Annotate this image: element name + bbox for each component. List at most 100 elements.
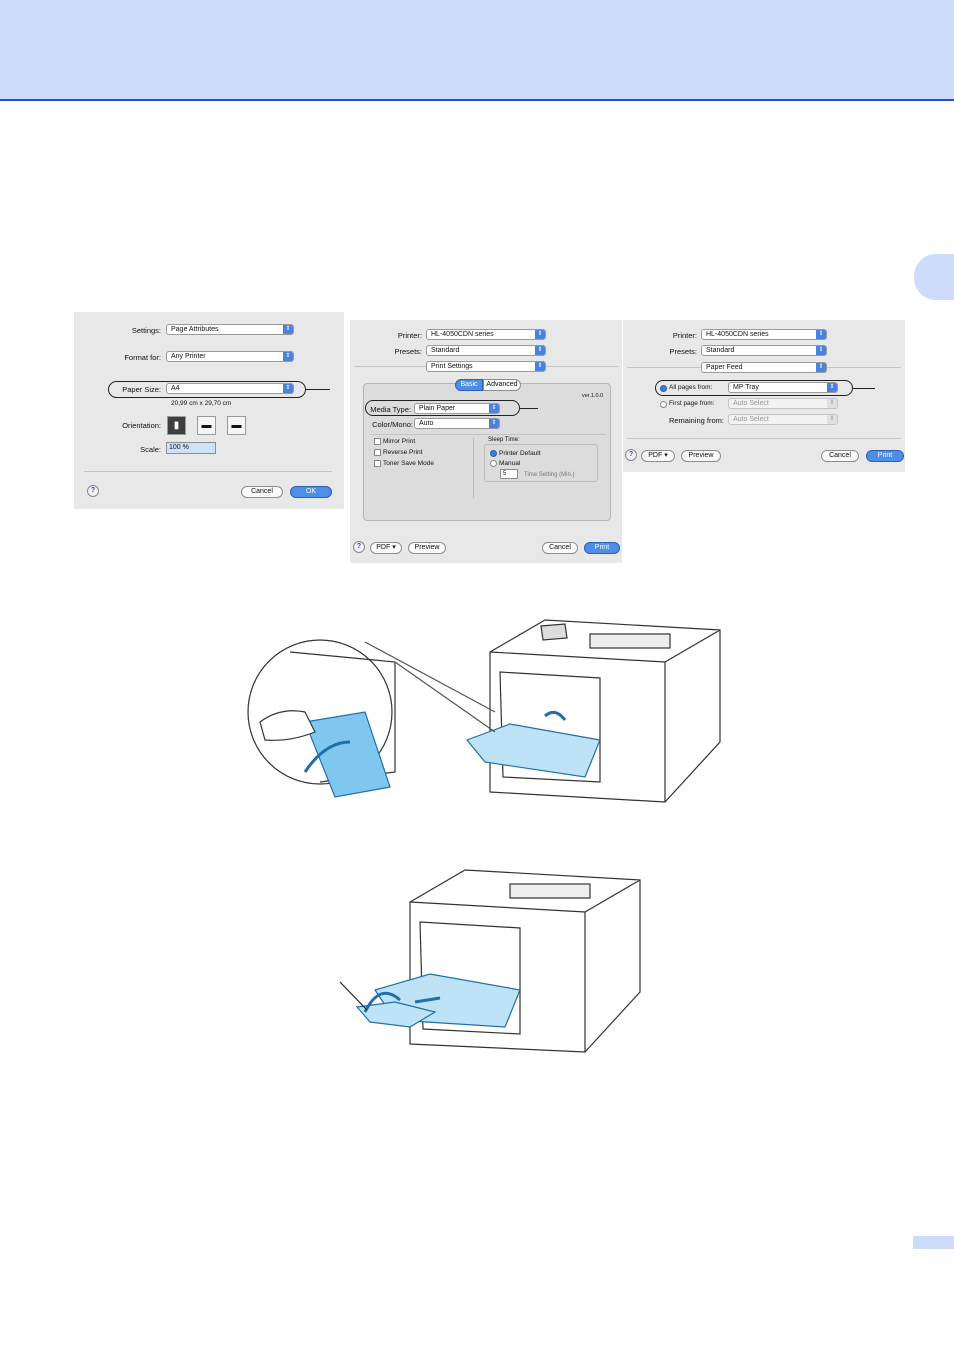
toner-save-label: Toner Save Mode — [383, 460, 434, 467]
all-pages-radio[interactable] — [660, 385, 667, 392]
popup-arrows-icon: ⇕ — [283, 325, 293, 334]
help-button[interactable]: ? — [353, 541, 365, 553]
remaining-popup[interactable]: Auto Select ⇕ — [728, 414, 838, 425]
manual-radio[interactable] — [490, 460, 497, 467]
ok-button[interactable]: OK — [290, 486, 332, 498]
chapter-tab — [914, 254, 954, 300]
portrait-orientation-icon[interactable]: ▮ — [167, 416, 186, 435]
media-type-highlight — [365, 400, 520, 416]
media-type-popup[interactable]: Plain Paper ⇕ — [414, 403, 500, 414]
popup-arrows-icon: ⇕ — [827, 399, 837, 408]
print-button[interactable]: Print — [866, 450, 904, 462]
sleep-time-box — [484, 444, 598, 482]
orientation-label: Orientation: — [122, 421, 161, 430]
vertical-divider — [473, 438, 474, 498]
printer-tray-support-illustration — [339, 869, 641, 1053]
preview-button[interactable]: Preview — [408, 542, 446, 554]
paper-size-popup[interactable]: A4⇕ — [166, 383, 294, 394]
color-mono-label: Color/Mono: — [372, 420, 413, 429]
popup-arrows-icon: ⇕ — [827, 415, 837, 424]
printer-default-radio[interactable] — [490, 450, 497, 457]
settings-value: Page Attributes — [171, 326, 219, 333]
mirror-print-checkbox[interactable] — [374, 438, 381, 445]
media-type-label: Media Type: — [370, 405, 411, 414]
callout-line — [520, 408, 538, 409]
print-button[interactable]: Print — [584, 542, 620, 554]
presets-value: Standard — [706, 347, 735, 354]
divider — [627, 438, 901, 439]
first-page-value: Auto Select — [733, 400, 769, 407]
presets-label: Presets: — [394, 347, 422, 356]
pdf-button[interactable]: PDF ▾ — [641, 450, 675, 462]
paper-size-label: Paper Size: — [122, 385, 161, 394]
format-for-popup[interactable]: Any Printer⇕ — [166, 351, 294, 362]
first-page-popup[interactable]: Auto Select ⇕ — [728, 398, 838, 409]
presets-popup[interactable]: Standard ⇕ — [701, 345, 827, 356]
scale-field[interactable]: 100 % — [166, 442, 216, 454]
printer-label: Printer: — [397, 331, 422, 340]
color-mono-popup[interactable]: Auto ⇕ — [414, 418, 500, 429]
popup-arrows-icon: ⇕ — [283, 384, 293, 393]
media-type-value: Plain Paper — [419, 405, 456, 412]
popup-arrows-icon: ⇕ — [816, 346, 826, 355]
panel-popup[interactable]: Paper Feed⇕ — [701, 362, 827, 373]
manual-label: Manual — [499, 460, 521, 467]
pdf-button[interactable]: PDF ▾ — [370, 542, 402, 554]
printer-default-label: Printer Default — [499, 450, 541, 457]
popup-arrows-icon: ⇕ — [489, 404, 499, 413]
remaining-value: Auto Select — [733, 416, 769, 423]
panel-popup[interactable]: Print Settings ⇕ — [426, 361, 546, 372]
cancel-button[interactable]: Cancel — [542, 542, 578, 554]
cancel-button[interactable]: Cancel — [821, 450, 859, 462]
callout-line — [306, 389, 330, 390]
reverse-print-checkbox[interactable] — [374, 449, 381, 456]
header-band — [0, 0, 954, 101]
sleep-time-label: Sleep Time: — [488, 437, 520, 443]
help-button[interactable]: ? — [87, 485, 99, 497]
reverse-landscape-orientation-icon[interactable]: ▬ — [227, 416, 246, 435]
popup-arrows-icon: ⇕ — [283, 352, 293, 361]
version-text: ver.1.0.0 — [582, 393, 604, 399]
printer-popup[interactable]: HL-4050CDN series ⇕ — [426, 329, 546, 340]
preview-button[interactable]: Preview — [681, 450, 721, 462]
format-for-label: Format for: — [124, 353, 161, 362]
tab-basic[interactable]: Basic — [455, 379, 483, 391]
all-pages-popup[interactable]: MP Tray⇕ — [728, 382, 838, 393]
printer-label: Printer: — [672, 331, 697, 340]
presets-label: Presets: — [669, 347, 697, 356]
all-pages-value: MP Tray — [733, 384, 759, 391]
printer-value: HL-4050CDN series — [431, 331, 494, 338]
cancel-button[interactable]: Cancel — [241, 486, 283, 498]
presets-value: Standard — [431, 347, 460, 354]
panel-value: Paper Feed — [706, 364, 743, 371]
remaining-label: Remaining from: — [668, 416, 724, 425]
all-pages-label: All pages from: — [669, 384, 713, 391]
first-page-radio[interactable] — [660, 401, 667, 408]
toner-save-checkbox[interactable] — [374, 460, 381, 467]
panel-value: Print Settings — [431, 363, 473, 370]
paper-feed-dialog: Printer: HL-4050CDN series⇕ Presets: Sta… — [623, 320, 905, 472]
popup-arrows-icon: ⇕ — [489, 419, 499, 428]
divider — [370, 434, 606, 435]
popup-arrows-icon: ⇕ — [535, 362, 545, 371]
page-setup-dialog: Settings: Page Attributes⇕ Format for: A… — [74, 312, 344, 509]
reverse-print-label: Reverse Print — [383, 449, 423, 456]
help-button[interactable]: ? — [625, 449, 637, 461]
settings-panel — [363, 383, 611, 521]
color-mono-value: Auto — [419, 420, 434, 427]
page-number-tab — [913, 1236, 954, 1249]
divider — [84, 471, 332, 472]
print-settings-dialog: Printer: HL-4050CDN series ⇕ Presets: Sta… — [350, 320, 622, 563]
landscape-orientation-icon[interactable]: ▬ — [197, 416, 216, 435]
printer-open-mp-tray-illustration — [247, 619, 721, 803]
printer-popup[interactable]: HL-4050CDN series⇕ — [701, 329, 827, 340]
presets-popup[interactable]: Standard⇕ — [426, 345, 546, 356]
popup-arrows-icon: ⇕ — [535, 330, 545, 339]
printer-value: HL-4050CDN series — [706, 331, 769, 338]
callout-line — [853, 388, 875, 389]
settings-popup[interactable]: Page Attributes ⇕ — [166, 324, 294, 335]
tab-advanced[interactable]: Advanced — [483, 379, 521, 391]
time-field[interactable]: 5 — [500, 469, 518, 479]
mirror-print-label: Mirror Print — [383, 438, 416, 445]
paper-dimensions: 20,99 cm x 29,70 cm — [171, 400, 232, 407]
